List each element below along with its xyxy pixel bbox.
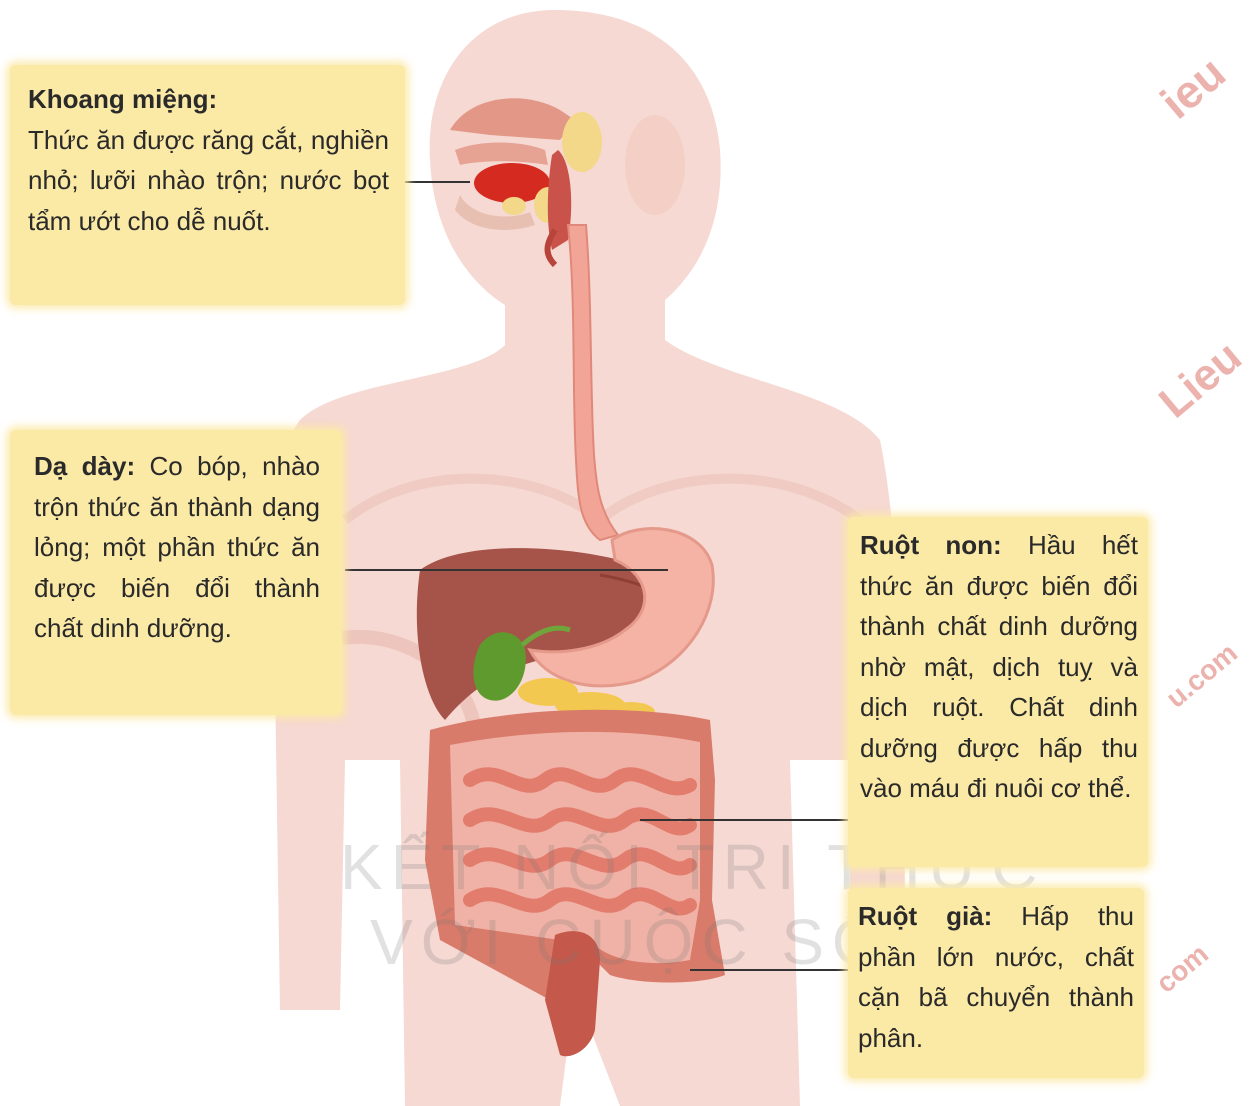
callout-large-intestine: Ruột già: Hấp thu phần lớn nước, chất cặ… <box>848 888 1144 1078</box>
callout-small-intestine: Ruột non: Hầu hết thức ăn được biến đổi … <box>848 517 1148 867</box>
callout-large-intestine-title: Ruột già: <box>858 901 992 931</box>
callout-small-intestine-text: Hầu hết thức ăn được biến đổi thành chất… <box>860 530 1138 803</box>
callout-mouth-title: Khoang miệng: <box>28 84 217 114</box>
callout-mouth-text: Thức ăn được răng cắt, nghiền nhỏ; lưỡi … <box>28 125 389 236</box>
callout-mouth: Khoang miệng: Thức ăn được răng cắt, ngh… <box>10 65 405 305</box>
callout-stomach-title: Dạ dày: <box>34 451 135 481</box>
callout-stomach: Dạ dày: Co bóp, nhào trộn thức ăn thành … <box>10 430 342 715</box>
callout-small-intestine-title: Ruột non: <box>860 530 1002 560</box>
